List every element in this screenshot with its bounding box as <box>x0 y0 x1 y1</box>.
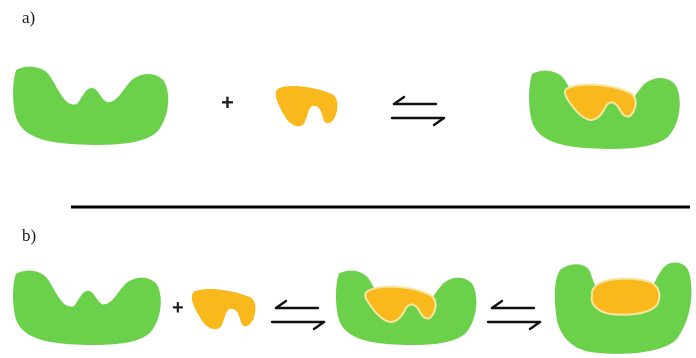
equilibrium-arrows-a <box>390 95 446 127</box>
plus-sign-b: + <box>172 297 184 319</box>
bound-ligand-a <box>564 83 637 122</box>
receptor-shape <box>13 66 169 145</box>
complex-a <box>529 70 680 149</box>
complex-intermediate-b <box>335 270 477 345</box>
ligand-free-a <box>275 86 338 127</box>
plus-sign-a: + <box>221 90 234 115</box>
receptor-shape <box>13 270 161 345</box>
equilibrium-arrows-b1 <box>270 299 326 331</box>
ligand-shape <box>275 86 338 127</box>
receptor-free-b <box>13 270 161 345</box>
receptor-free-a <box>13 66 169 145</box>
ligand-shape <box>191 289 256 330</box>
panel-label-a: a) <box>22 8 36 27</box>
equilibrium-arrows-b2 <box>486 299 542 331</box>
bound-ligand-intermediate <box>364 285 437 324</box>
complex-final-b <box>554 262 692 354</box>
panel-label-b: b) <box>22 226 37 245</box>
bound-ligand-final <box>590 277 661 316</box>
ligand-free-b <box>191 289 256 330</box>
